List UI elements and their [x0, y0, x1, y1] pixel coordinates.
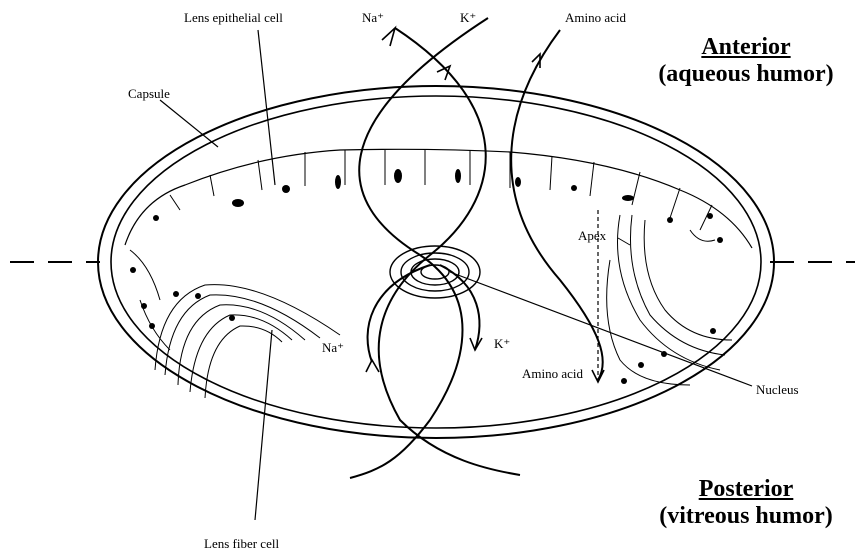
posterior-block: Posterior (vitreous humor) [632, 476, 860, 530]
nucleus-rings [390, 246, 480, 298]
fiber-cells-right [607, 215, 732, 385]
anterior-title: Anterior [701, 34, 790, 60]
label-nucleus: Nucleus [756, 382, 799, 398]
cell-nuclei [130, 169, 723, 384]
amino-acid-curve [511, 30, 603, 380]
label-k-top: K⁺ [460, 10, 476, 26]
posterior-subtitle: (vitreous humor) [659, 503, 833, 529]
label-lens-epithelial-cell: Lens epithelial cell [184, 10, 283, 26]
k-flux-curve [379, 28, 520, 475]
label-lens-fiber-cell: Lens fiber cell [204, 536, 279, 552]
arrow-na-out [382, 28, 395, 46]
label-na-top: Na⁺ [362, 10, 384, 26]
leader-fiber [255, 330, 272, 520]
epithelial-dividers [170, 150, 712, 230]
leader-nucleus [450, 272, 752, 386]
label-k-bottom: K⁺ [494, 336, 510, 352]
label-amino-acid-top: Amino acid [565, 10, 626, 26]
capsule-inner [111, 96, 761, 428]
label-amino-acid-bottom: Amino acid [522, 366, 583, 382]
internal-loop-left [368, 265, 430, 362]
anterior-subtitle: (aqueous humor) [658, 61, 833, 87]
leader-capsule [160, 100, 218, 147]
arrow-na-up [366, 360, 379, 372]
epithelial-band-inner [125, 149, 752, 248]
label-na-bottom: Na⁺ [322, 340, 344, 356]
leader-apex [618, 238, 630, 245]
fiber-cells-left [130, 250, 340, 398]
label-capsule: Capsule [128, 86, 170, 102]
posterior-title: Posterior [699, 476, 794, 502]
anterior-block: Anterior (aqueous humor) [632, 34, 860, 88]
label-apex: Apex [578, 228, 606, 244]
capsule-outer [98, 86, 774, 438]
